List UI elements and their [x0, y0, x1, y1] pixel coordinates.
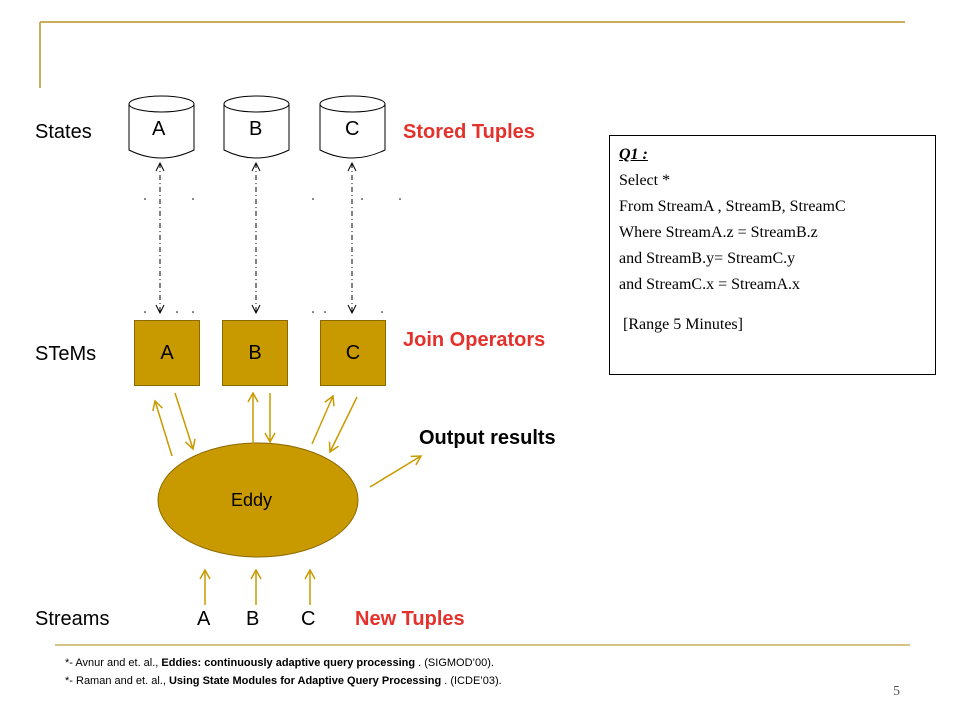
layer-label-states: States [35, 121, 92, 143]
reference-1-title: Eddies: continuously adaptive query proc… [161, 657, 416, 669]
stem-box-c: C [320, 320, 386, 386]
reference-1-prefix: *- Avnur and et. al., [65, 657, 162, 669]
query-line: and StreamB.y= StreamC.y [619, 250, 796, 267]
stem-box-a-label: A [160, 341, 174, 364]
eddy-stem-arrows [152, 391, 423, 488]
dotted-separator-top [144, 198, 401, 200]
eddy-label: Eddy [231, 490, 273, 510]
stream-letter-a: A [197, 608, 211, 630]
annotation-new-tuples: New Tuples [355, 608, 465, 630]
state-label-c: C [345, 118, 360, 140]
stream-input-arrows [199, 568, 316, 605]
reference-2: *- Raman and et. al., Using State Module… [65, 675, 502, 687]
annotation-join-operators: Join Operators [403, 329, 546, 351]
query-line: From StreamA , StreamB, StreamC [619, 198, 846, 215]
state-cylinder-c [319, 95, 386, 159]
stream-letter-c: C [301, 608, 316, 630]
page-number: 5 [893, 684, 900, 699]
layer-label-streams: Streams [35, 608, 110, 630]
stem-box-b: B [222, 320, 288, 386]
query-title: Q1 : [619, 146, 648, 163]
state-cylinder-a [128, 95, 195, 159]
query-line: and StreamC.x = StreamA.x [619, 276, 800, 293]
reference-1: *- Avnur and et. al., Eddies: continuous… [65, 657, 494, 669]
eddy-ellipse [157, 442, 359, 558]
state-label-b: B [249, 118, 263, 140]
stem-box-b-label: B [248, 341, 262, 364]
query-line: Select * [619, 172, 671, 189]
stem-box-a: A [134, 320, 200, 386]
annotation-stored-tuples: Stored Tuples [403, 121, 535, 143]
stream-letter-b: B [246, 608, 260, 630]
reference-2-prefix: *- Raman and et. al., [65, 675, 169, 687]
dotted-separator-bottom [144, 311, 383, 313]
state-label-a: A [152, 118, 166, 140]
reference-1-suffix: . (SIGMOD’00). [415, 657, 494, 669]
query-line: Where StreamA.z = StreamB.z [619, 224, 818, 241]
reference-2-title: Using State Modules for Adaptive Query P… [168, 675, 442, 687]
stem-box-c-label: C [345, 341, 361, 364]
layer-label-stems: STeMs [35, 343, 97, 365]
query-box: Q1 : Select * From StreamA , StreamB, St… [609, 135, 936, 375]
reference-2-suffix: . (ICDE’03). [441, 675, 502, 687]
annotation-output-results: Output results [419, 427, 556, 449]
query-line [619, 298, 935, 312]
query-range: [Range 5 Minutes] [619, 316, 743, 333]
state-cylinder-b [223, 95, 290, 159]
